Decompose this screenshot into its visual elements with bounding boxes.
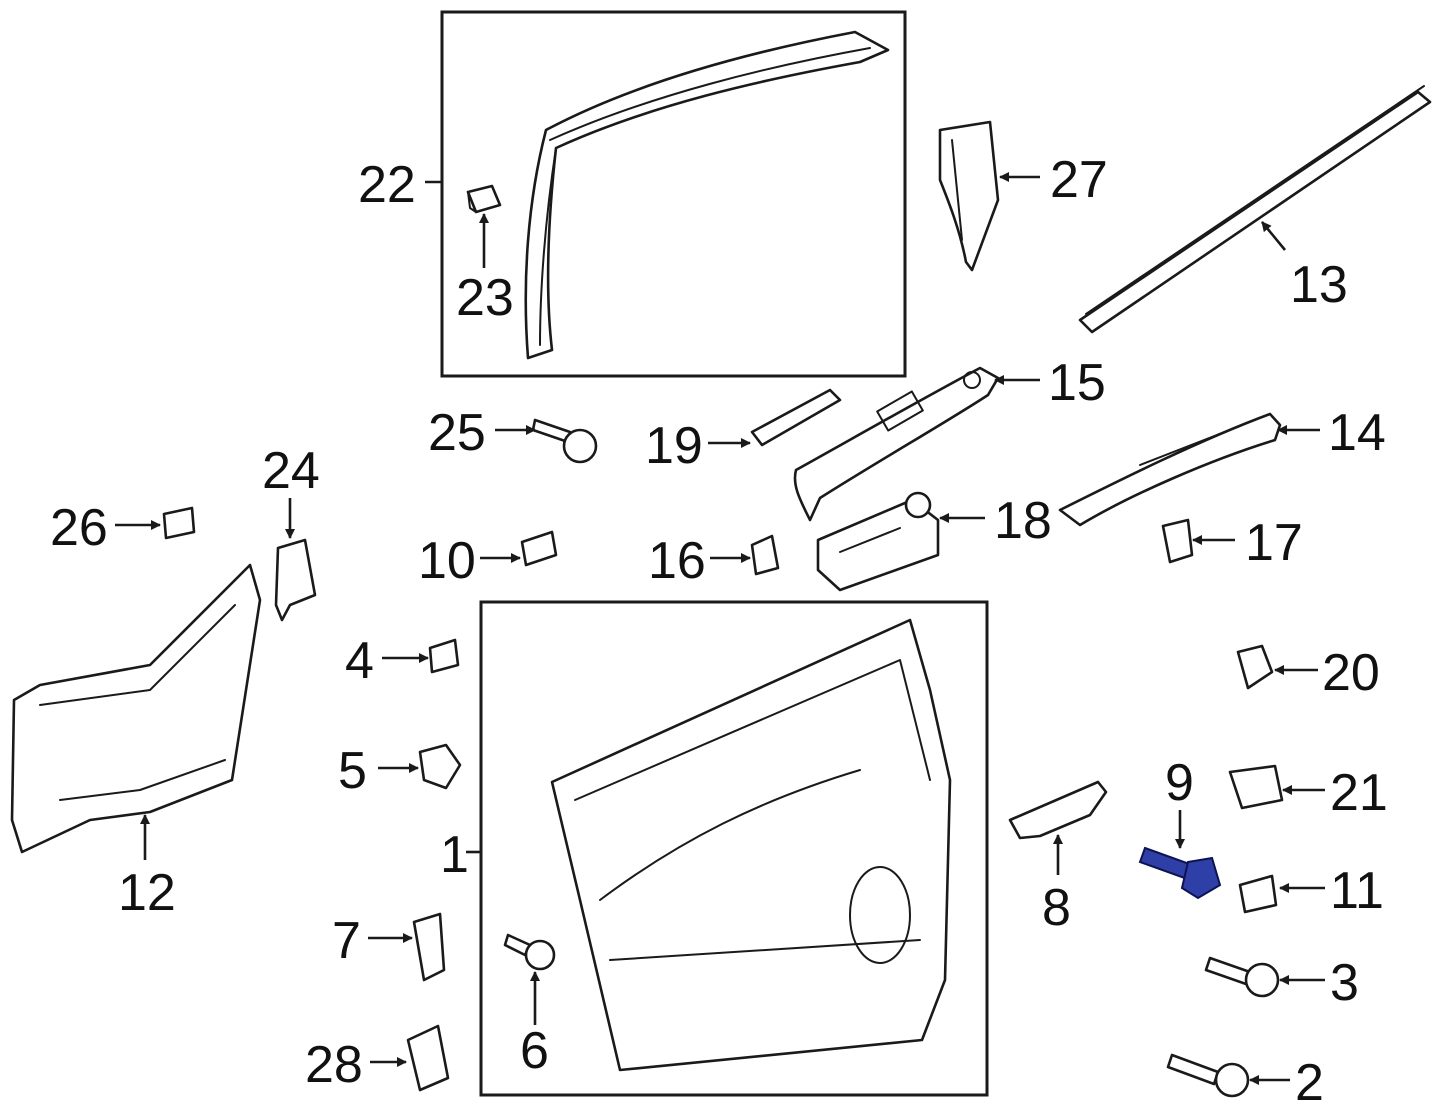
part-28-cap[interactable] <box>406 1024 450 1092</box>
callout-6: 6 <box>520 1022 549 1080</box>
part-25-bolt[interactable] <box>531 418 598 464</box>
callout-9: 9 <box>1165 754 1194 812</box>
callout-27: 27 <box>1050 151 1108 209</box>
callout-16: 16 <box>648 532 706 590</box>
callout-24: 24 <box>262 442 320 500</box>
part-3-bolt[interactable] <box>1204 956 1280 998</box>
part-1-door-trim-panel[interactable] <box>550 618 952 1072</box>
callout-28: 28 <box>305 1036 363 1094</box>
callout-21: 21 <box>1330 764 1388 822</box>
part-5-clip[interactable] <box>418 743 462 790</box>
part-17-clip[interactable] <box>1161 518 1194 564</box>
part-27-trim-molding[interactable] <box>938 120 1000 272</box>
part-12-watershield[interactable] <box>10 563 262 854</box>
part-18-window-switch[interactable] <box>816 491 940 592</box>
leader-lines <box>115 172 1325 1085</box>
callout-23: 23 <box>456 269 514 327</box>
part-11-clip[interactable] <box>1238 874 1278 914</box>
part-9-bolt-highlighted[interactable] <box>1138 846 1222 900</box>
part-8-inner-handle[interactable] <box>1008 780 1108 840</box>
callout-15: 15 <box>1048 354 1106 412</box>
part-4-clip[interactable] <box>428 638 460 674</box>
callout-10: 10 <box>418 532 476 590</box>
part-16-clip[interactable] <box>750 534 780 576</box>
callout-5: 5 <box>338 742 367 800</box>
part-14-armrest-bezel[interactable] <box>1058 412 1282 527</box>
part-7-clip[interactable] <box>412 912 446 982</box>
part-20-clip[interactable] <box>1236 644 1274 690</box>
callout-1: 1 <box>440 826 469 884</box>
part-19-trim-strip[interactable] <box>750 388 842 447</box>
callout-17: 17 <box>1245 514 1303 572</box>
callout-22: 22 <box>358 156 416 214</box>
callout-26: 26 <box>50 499 108 557</box>
part-13-belt-weatherstrip[interactable] <box>1078 85 1432 334</box>
callout-19: 19 <box>645 417 703 475</box>
callout-2: 2 <box>1295 1054 1324 1112</box>
callout-18: 18 <box>994 492 1052 550</box>
glass-run-group-box <box>440 10 907 378</box>
part-6-push-pin[interactable] <box>503 933 556 971</box>
callout-13: 13 <box>1290 256 1348 314</box>
callout-4: 4 <box>345 632 374 690</box>
callout-14: 14 <box>1328 404 1386 462</box>
part-23-clip[interactable] <box>466 184 502 214</box>
door-trim-panel-group-box <box>479 600 989 1097</box>
callout-20: 20 <box>1322 644 1380 702</box>
callout-12: 12 <box>118 864 176 922</box>
callout-3: 3 <box>1330 954 1359 1012</box>
part-10-clip[interactable] <box>520 530 558 567</box>
part-22-glass-run-channel[interactable] <box>524 30 890 360</box>
part-26-clip[interactable] <box>162 506 196 540</box>
callout-25: 25 <box>428 404 486 462</box>
part-2-bolt[interactable] <box>1166 1053 1250 1098</box>
callout-labels: 22 23 27 13 15 25 19 14 24 26 18 10 16 1… <box>50 151 1388 1112</box>
part-15-window-switch-bezel[interactable] <box>793 366 1000 522</box>
part-21-clip[interactable] <box>1228 764 1284 810</box>
callout-7: 7 <box>332 912 361 970</box>
callout-11: 11 <box>1330 862 1384 920</box>
part-24-bracket[interactable] <box>274 538 317 622</box>
callout-8: 8 <box>1042 879 1071 937</box>
